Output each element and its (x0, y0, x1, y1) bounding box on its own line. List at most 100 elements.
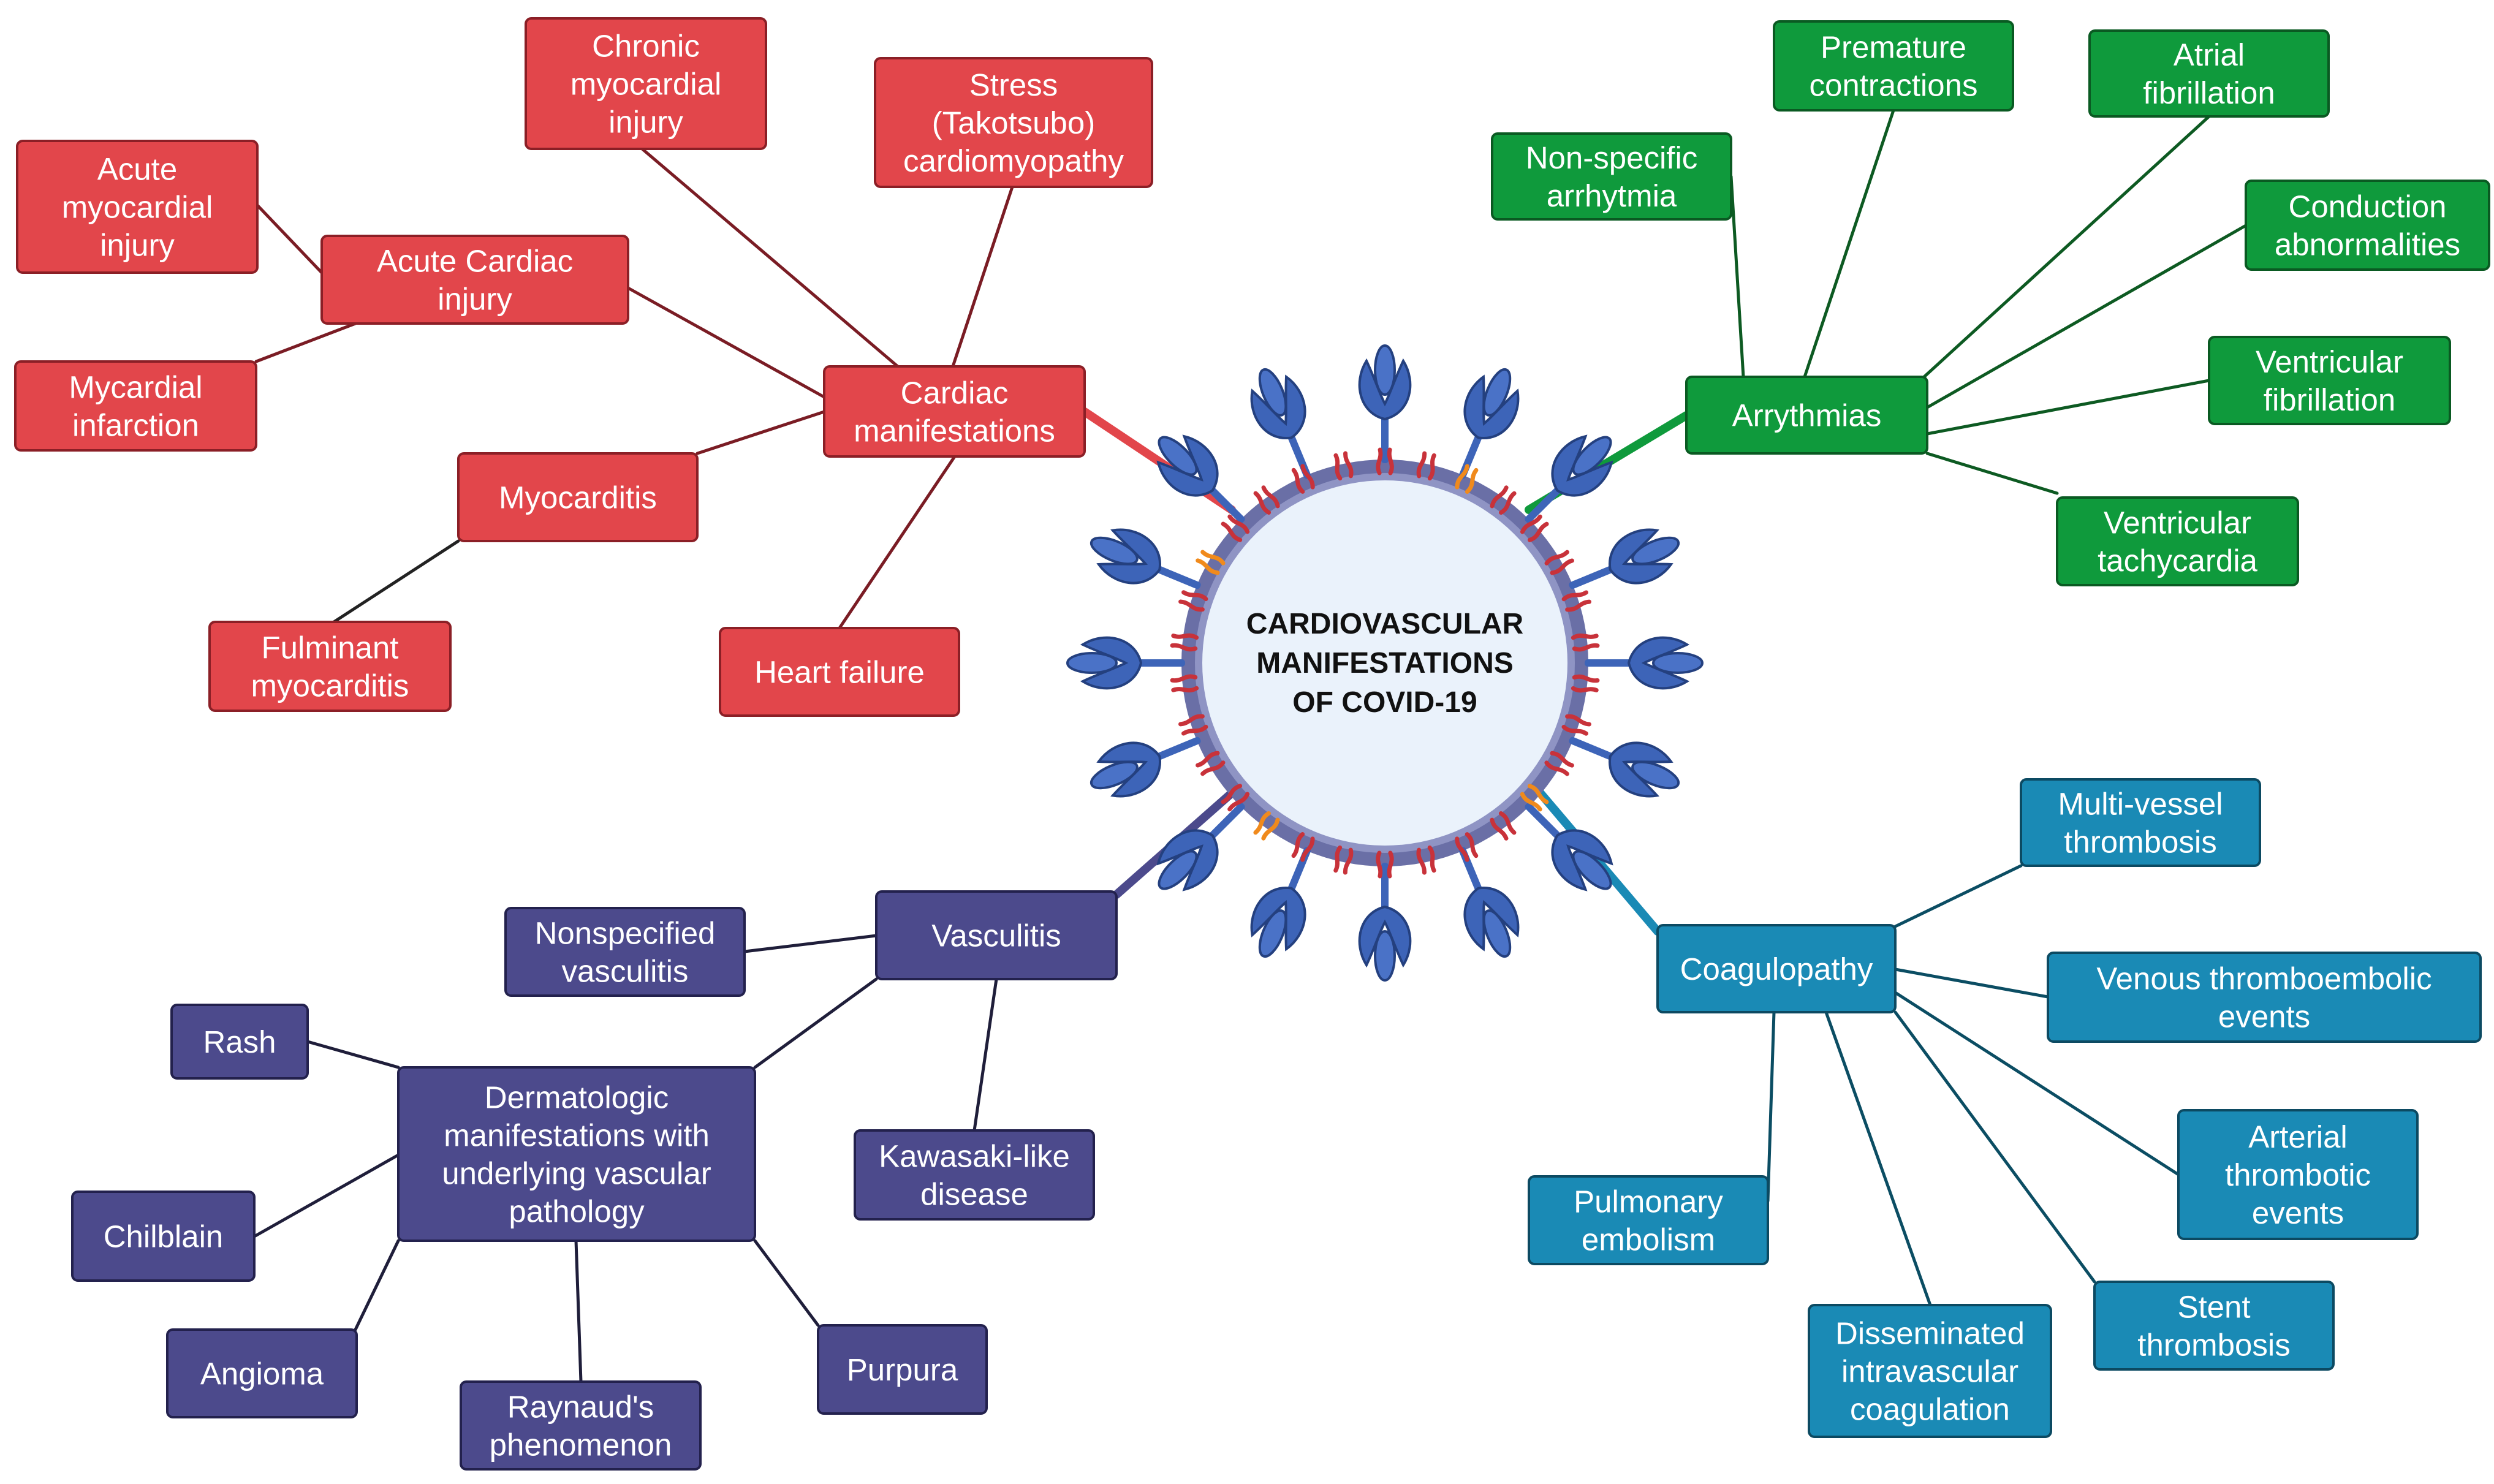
node-box (1685, 376, 1928, 455)
receptor-icon (1178, 714, 1208, 736)
node-box (817, 1324, 988, 1415)
spike-protein-icon (1525, 803, 1613, 892)
spike-protein-icon (1250, 368, 1311, 479)
receptor-icon (1376, 447, 1394, 475)
receptor-icon (1253, 811, 1280, 841)
node-box (2020, 778, 2261, 867)
node-label-line: Ventricular (2256, 344, 2403, 379)
node-label-line: Acute (97, 151, 177, 186)
receptor-icon (1253, 485, 1280, 515)
receptor-icon (1333, 845, 1354, 875)
node-label-line: coagulation (1850, 1391, 2010, 1426)
edge-derm-raynaud (574, 1239, 583, 1384)
node-purpura: Purpura (817, 1324, 988, 1415)
node-label-line: Vasculitis (931, 918, 1061, 953)
edge-coag-dic (1824, 1010, 1932, 1307)
edge-coag-venous (1893, 967, 2050, 999)
node-box (504, 907, 746, 997)
node-label-line: Stent (2177, 1289, 2250, 1324)
edge-arrhythmia-vtach (1925, 452, 2059, 495)
node-label-line: Pulmonary (1574, 1184, 1723, 1219)
receptor-icon (1520, 784, 1549, 812)
node-label-line: disease (920, 1176, 1028, 1211)
receptor-icon (1178, 590, 1208, 612)
edge-vasculitis-kawasaki (972, 977, 998, 1132)
node-chilblain: Chilblain (71, 1191, 256, 1282)
node-box (170, 1004, 309, 1080)
edge-arrhythmia-conduction (1925, 224, 2248, 409)
edge-cardiac-chronic (640, 147, 900, 368)
virus-core (1202, 480, 1567, 846)
node-label-line: Stress (969, 67, 1058, 102)
receptor-icon (1571, 674, 1600, 693)
edge-derm-angioma (354, 1239, 400, 1331)
node-box (1808, 1304, 2052, 1438)
node-label-line: manifestations (854, 413, 1055, 448)
node-box (166, 1328, 358, 1418)
node-box (2177, 1109, 2419, 1240)
spike-protein-icon (1569, 528, 1680, 589)
node-label-line: injury (608, 104, 683, 139)
spike-protein-icon (1525, 434, 1613, 523)
edge-myocarditis-fulminant (332, 539, 460, 624)
node-box (16, 140, 259, 274)
node-box (1656, 924, 1897, 1013)
receptor-icon (1291, 832, 1315, 862)
node-label-line: Mycardial (69, 369, 202, 404)
center-title-line: CARDIOVASCULAR (1246, 608, 1523, 640)
node-box (2093, 1281, 2335, 1371)
receptor-icon (1490, 811, 1517, 841)
node-box (2047, 952, 2482, 1043)
node-box (854, 1129, 1095, 1221)
spike-protein-icon (1458, 368, 1520, 479)
node-label-line: Angioma (200, 1356, 324, 1391)
node-box (1773, 20, 2014, 112)
edge-arrhythmia-premature (1803, 108, 1895, 379)
node-box (1491, 132, 1732, 221)
receptor-icon (1544, 550, 1574, 575)
receptor-icon (1196, 550, 1226, 575)
edge-arrhythmia-vfib (1925, 379, 2211, 436)
node-label-line: fibrillation (2143, 75, 2275, 110)
node-box (1528, 1175, 1769, 1265)
node-angioma: Angioma (166, 1328, 358, 1418)
node-label-line: intravascular (1841, 1353, 2018, 1388)
edge-derm-rash (306, 1040, 400, 1069)
edge-cardiac-stress (951, 185, 1014, 368)
node-label-line: cardiomyopathy (903, 143, 1124, 178)
edge-derm-chilblain (252, 1153, 400, 1238)
receptor-icon (1196, 751, 1226, 776)
node-label-line: Heart failure (754, 654, 925, 689)
node-coagulopathy: Coagulopathy (1656, 924, 1897, 1013)
node-label-line: thrombotic (2225, 1157, 2371, 1192)
receptor-icon (1333, 451, 1354, 481)
node-label-line: Arterial (2248, 1119, 2348, 1154)
node-label-line: injury (100, 227, 175, 262)
node-label-line: phenomenon (490, 1427, 672, 1462)
receptor-icon (1571, 633, 1600, 652)
node-label-line: Arrythmias (1732, 398, 1882, 433)
node-label-line: Acute Cardiac (377, 243, 573, 278)
receptor-icon (1376, 850, 1394, 879)
spike-protein-icon (1156, 434, 1245, 523)
node-label-line: Disseminated (1835, 1316, 2025, 1350)
node-box (457, 452, 699, 542)
node-label-line: Venous thromboembolic (2096, 961, 2431, 996)
node-label-line: infarction (72, 407, 199, 442)
receptor-icon (1416, 451, 1436, 481)
receptor-icon (1416, 845, 1436, 875)
node-box (397, 1066, 756, 1242)
